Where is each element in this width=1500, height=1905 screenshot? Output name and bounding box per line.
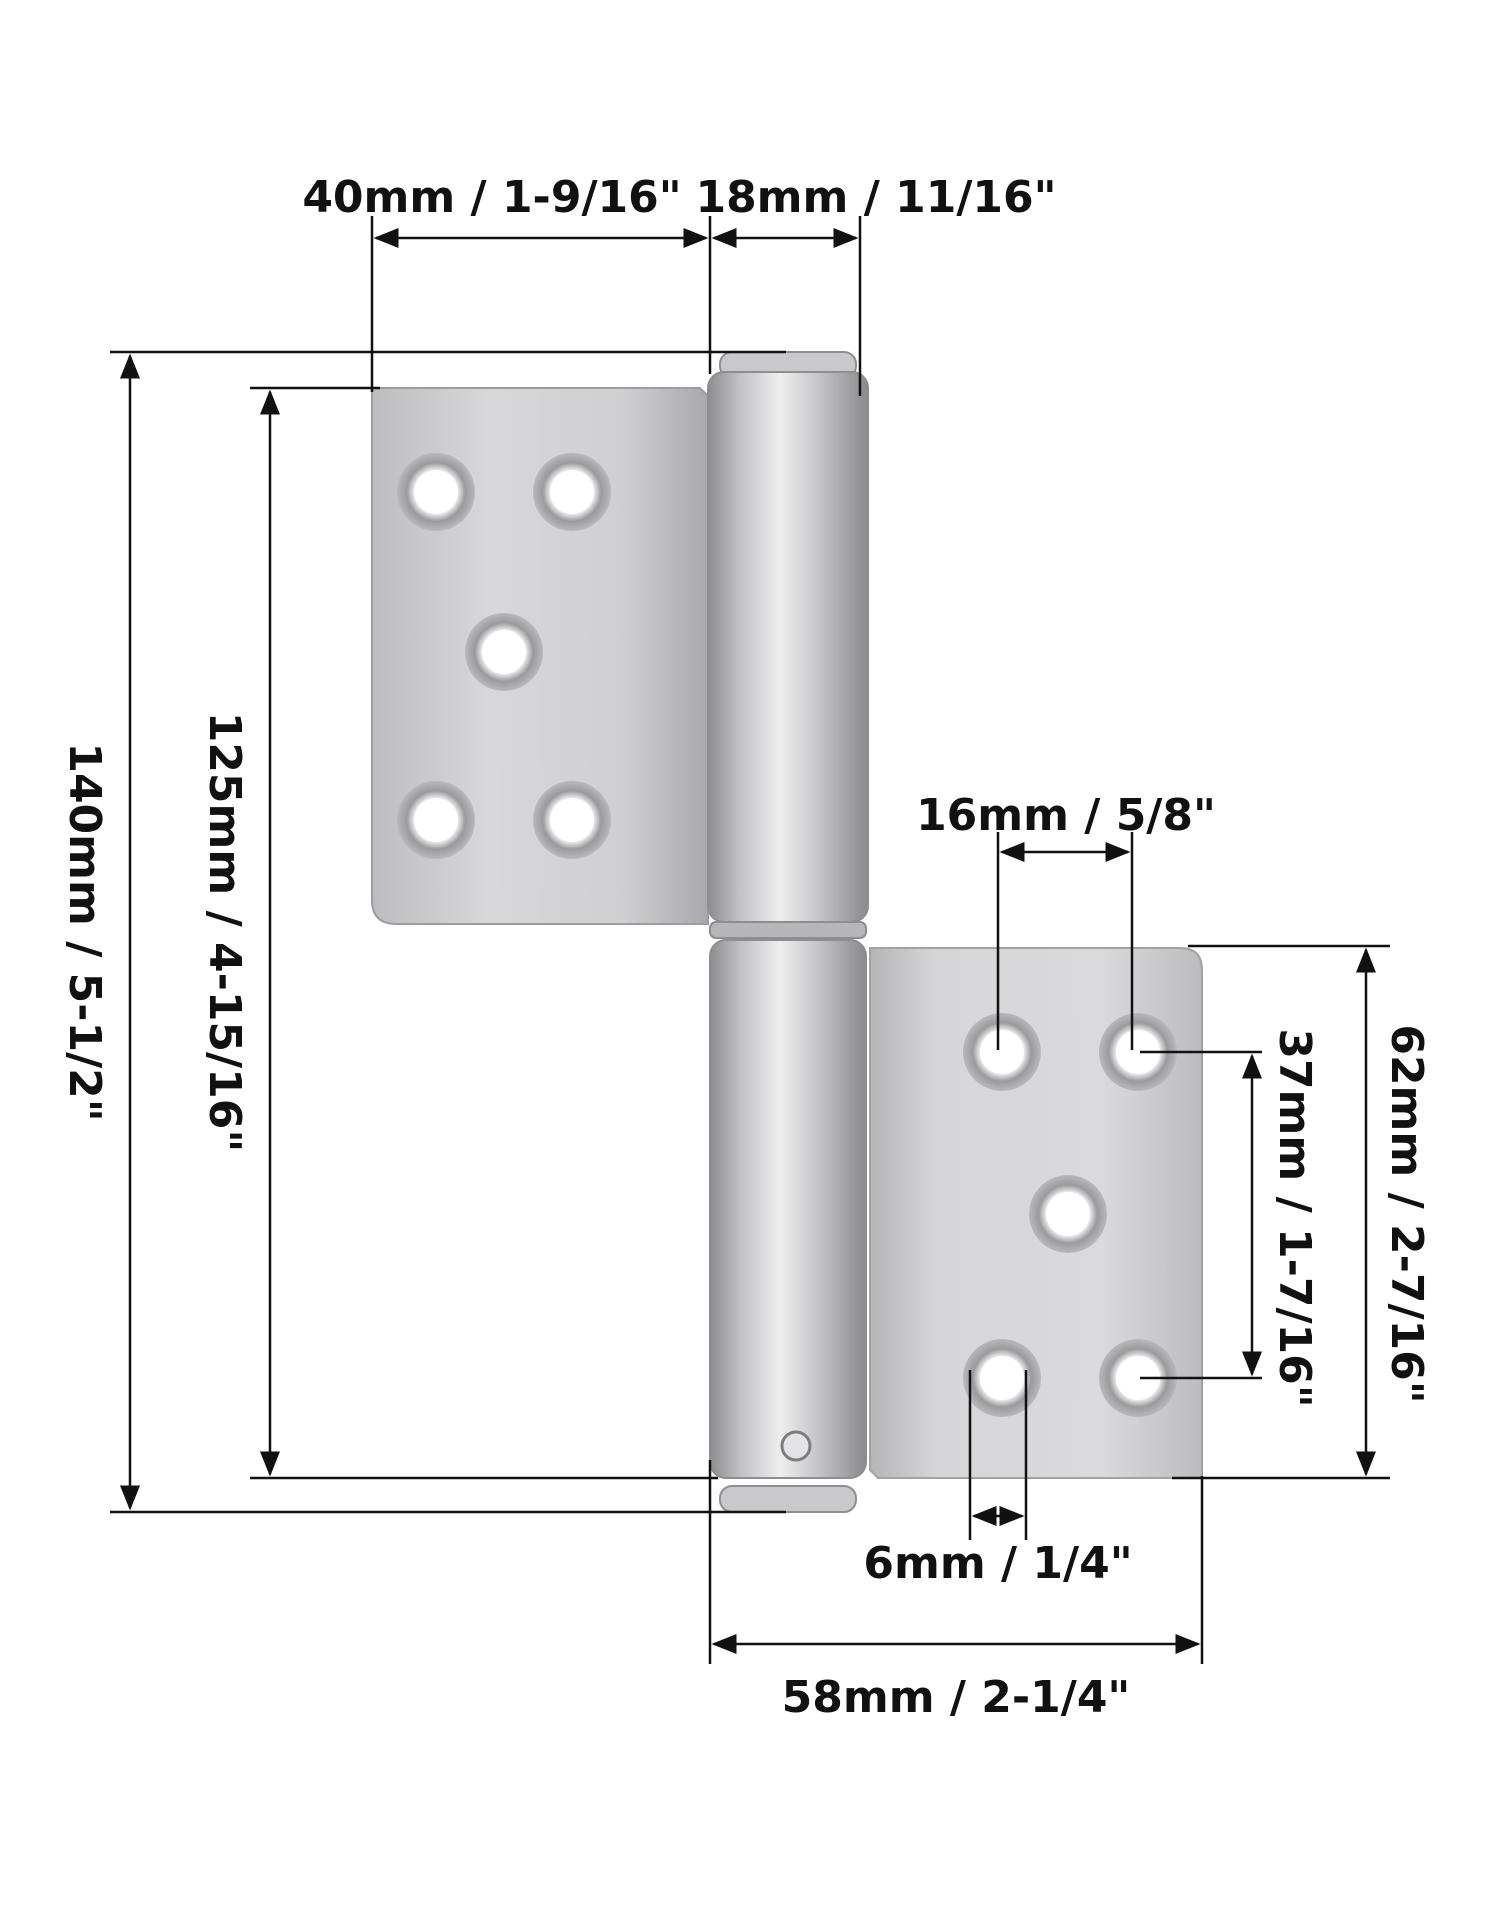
screw-hole-center (550, 470, 594, 514)
screw-hole-center (414, 470, 458, 514)
label-bottom-leaf-height: 62mm / 2-7/16" (1381, 1024, 1432, 1403)
barrel-upper-knuckle (707, 371, 869, 923)
label-hole-spacing-h: 16mm / 5/8" (916, 790, 1216, 841)
label-hole-diameter: 6mm / 1/4" (863, 1538, 1132, 1589)
barrel-lower-knuckle (709, 939, 867, 1479)
label-leaf-height: 125mm / 4-15/16" (199, 712, 250, 1153)
screw-hole-center (980, 1356, 1024, 1400)
top-leaf-holes (397, 453, 611, 859)
screw-hole-center (482, 630, 526, 674)
pin-hole-icon (780, 1430, 812, 1462)
screw-hole-center (1116, 1356, 1160, 1400)
dimension-lines (120, 228, 1376, 1654)
extension-lines (110, 216, 1390, 1664)
bottom-leaf-holes (963, 1013, 1177, 1417)
screw-hole-center (1116, 1030, 1160, 1074)
screw-hole-center (980, 1030, 1024, 1074)
barrel-joint (709, 921, 867, 939)
label-total-height: 140mm / 5-1/2" (59, 742, 110, 1121)
screw-hole-center (1046, 1192, 1090, 1236)
label-bottom-total-width: 58mm / 2-1/4" (782, 1672, 1131, 1723)
screw-hole-center (550, 798, 594, 842)
barrel-bottom-cap (719, 1485, 857, 1513)
hinge-barrel (707, 351, 869, 1513)
label-knuckle-width: 18mm / 11/16" (695, 172, 1056, 223)
screw-hole-center (414, 798, 458, 842)
dimension-labels: 40mm / 1-9/16" 18mm / 11/16" 140mm / 5-1… (59, 172, 1432, 1723)
label-top-leaf-width: 40mm / 1-9/16" (302, 172, 681, 223)
label-hole-spacing-v: 37mm / 1-7/16" (1269, 1028, 1320, 1407)
